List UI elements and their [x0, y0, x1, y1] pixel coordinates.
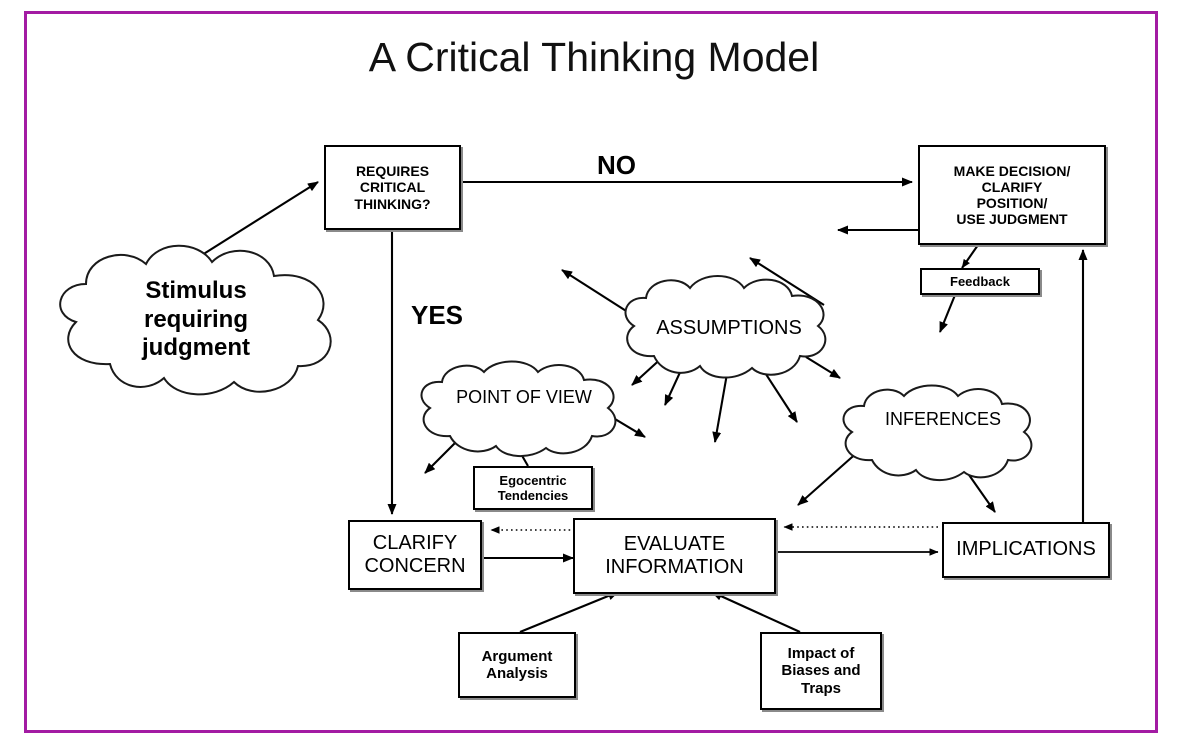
node-point-of-view[interactable]: POINT OF VIEW — [410, 358, 638, 462]
node-feedback-label: Feedback — [950, 273, 1010, 289]
node-argument-analysis-label: Argument Analysis — [481, 647, 553, 682]
node-assumptions-label: ASSUMPTIONS — [656, 317, 802, 339]
edge-label-yes: YES — [411, 300, 464, 330]
edge-label-no: NO — [597, 150, 636, 180]
page-title: A Critical Thinking Model — [368, 34, 820, 80]
node-clarify-concern-label: CLARIFY CONCERN — [364, 531, 466, 577]
node-implications-label: IMPLICATIONS — [956, 538, 1096, 561]
node-inferences-label: INFERENCES — [884, 409, 1001, 430]
node-argument-analysis[interactable]: Argument Analysis — [458, 632, 576, 698]
node-impact-of-biases[interactable]: Impact of Biases and Traps — [760, 632, 882, 710]
node-point-of-view-label: POINT OF VIEW — [456, 387, 592, 408]
node-assumptions[interactable]: ASSUMPTIONS — [612, 272, 846, 384]
node-make-decision-label: MAKE DECISION/ CLARIFY POSITION/ USE JUD… — [953, 162, 1071, 228]
cloud-shape-point-of-view — [420, 360, 617, 457]
node-inferences[interactable]: INFERENCES — [832, 382, 1054, 486]
node-impact-of-biases-label: Impact of Biases and Traps — [781, 644, 861, 697]
node-egocentric-tendencies-label: Egocentric Tendencies — [497, 472, 569, 503]
node-feedback[interactable]: Feedback — [920, 268, 1040, 295]
node-stimulus-label: Stimulus requiring judgment — [142, 276, 250, 362]
cloud-shape-inferences — [842, 384, 1033, 481]
node-requires-critical-thinking-label: REQUIRES CRITICAL THINKING? — [354, 163, 431, 212]
node-make-decision[interactable]: MAKE DECISION/ CLARIFY POSITION/ USE JUD… — [918, 145, 1106, 245]
node-stimulus[interactable]: Stimulus requiring judgment — [42, 236, 350, 404]
cloud-shape-stimulus — [59, 244, 332, 396]
node-requires-critical-thinking[interactable]: REQUIRES CRITICAL THINKING? — [324, 145, 461, 230]
node-evaluate-information[interactable]: EVALUATE INFORMATION — [573, 518, 776, 594]
node-evaluate-information-label: EVALUATE INFORMATION — [605, 532, 744, 578]
node-clarify-concern[interactable]: CLARIFY CONCERN — [348, 520, 482, 590]
node-implications[interactable]: IMPLICATIONS — [942, 522, 1110, 578]
node-egocentric-tendencies[interactable]: Egocentric Tendencies — [473, 466, 593, 510]
